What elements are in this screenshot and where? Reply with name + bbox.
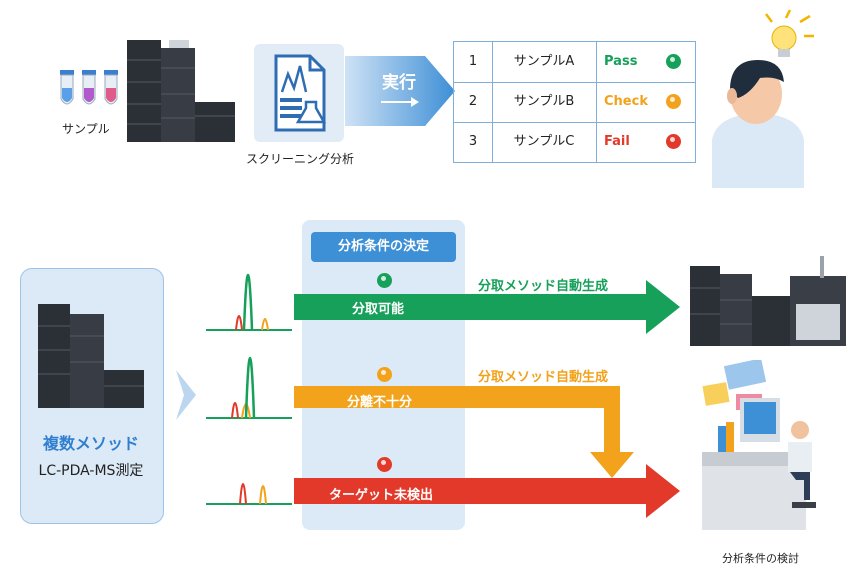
green-status-icon: [377, 273, 392, 288]
arrow-label-insufficient: 分離不十分: [347, 395, 413, 410]
caption-auto-method-1: 分取メソッド自動生成: [478, 279, 609, 294]
row-status: Fail: [604, 134, 630, 149]
table-row: 1 サンプルA Pass: [454, 42, 695, 83]
prep-lc-instrument-icon: [690, 256, 852, 346]
row-sample: サンプルC: [492, 122, 597, 162]
results-table: 1 サンプルA Pass 2 サンプルB Check 3 サンプルC Fail: [453, 41, 696, 163]
decision-header: 分析条件の決定: [311, 232, 456, 262]
multi-method-title: 複数メソッド: [42, 434, 139, 453]
red-status-icon: [377, 457, 392, 472]
row-number: 3: [454, 122, 493, 162]
sample-vials-icon: [58, 70, 120, 112]
row-number: 2: [454, 82, 493, 122]
researcher-desk-icon: [696, 358, 836, 540]
arrow-label-preparative: 分取可能: [352, 302, 405, 317]
chromatogram-3-icon: [206, 472, 292, 508]
table-row: 3 サンプルC Fail: [454, 122, 695, 162]
fail-status-icon: [666, 134, 681, 149]
review-label: 分析条件の検討: [722, 552, 799, 565]
flow-arrows: [294, 280, 684, 520]
arrow-label-not-detected: ターゲット未検出: [329, 488, 434, 503]
screening-label: スクリーニング分析: [246, 152, 355, 166]
row-number: 1: [454, 42, 493, 82]
lc-instrument-icon: [125, 38, 237, 144]
sample-label: サンプル: [62, 122, 110, 136]
row-status: Check: [604, 94, 648, 109]
execute-label: 実行: [382, 73, 416, 93]
row-status: Pass: [604, 54, 638, 69]
chromatogram-2-icon: [206, 356, 292, 422]
check-status-icon: [666, 94, 681, 109]
pass-status-icon: [666, 54, 681, 69]
row-sample: サンプルA: [492, 42, 597, 82]
person-lightbulb-icon: [700, 8, 830, 188]
screening-document-icon: [254, 44, 344, 142]
lc-system-icon: [38, 300, 146, 410]
multi-method-subtitle: LC-PDA-MS測定: [38, 463, 144, 479]
table-row: 2 サンプルB Check: [454, 82, 695, 123]
chevron-right-icon: [176, 370, 196, 420]
orange-status-icon: [377, 367, 392, 382]
caption-auto-method-2: 分取メソッド自動生成: [478, 370, 609, 385]
chromatogram-1-icon: [206, 272, 292, 334]
execute-arrow: [345, 56, 455, 126]
row-sample: サンプルB: [492, 82, 597, 122]
